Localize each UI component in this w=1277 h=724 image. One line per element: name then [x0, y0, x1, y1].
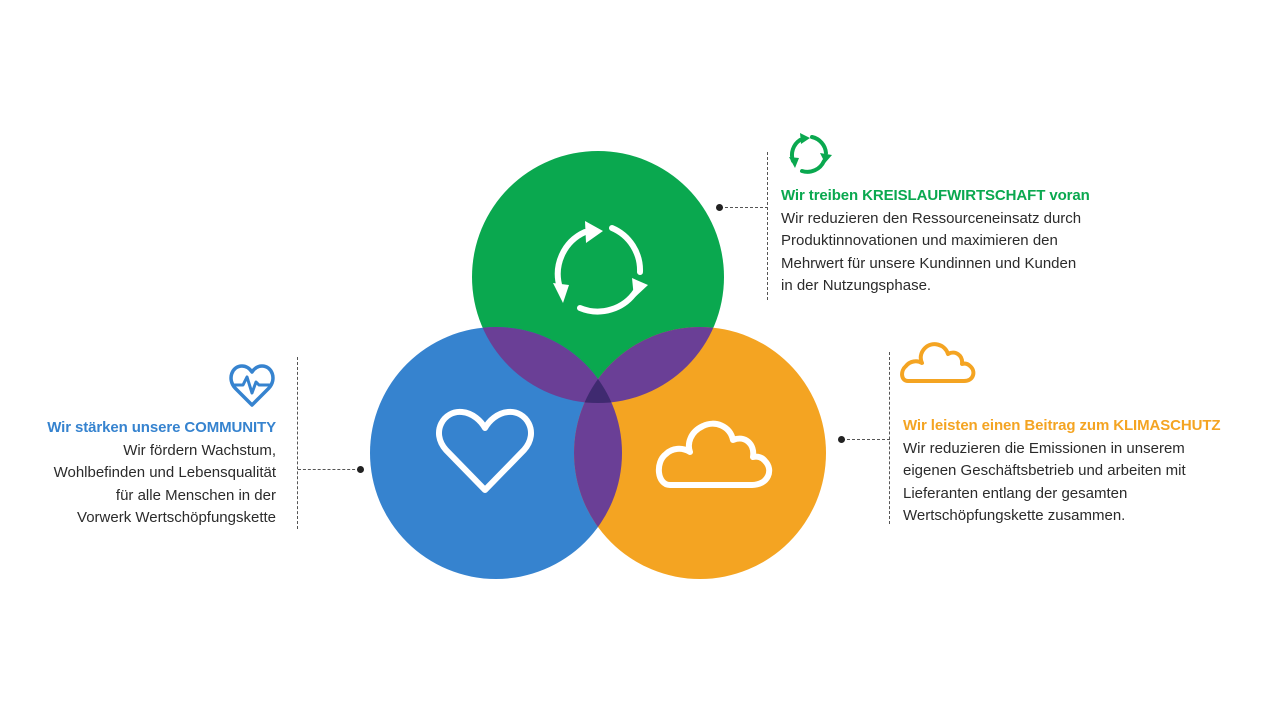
- connector-line-circular: [767, 152, 768, 300]
- circular-economy-body: Wir reduzieren den Ressourceneinsatz dur…: [781, 209, 1082, 295]
- overlap-green-blue: [472, 327, 622, 403]
- overlap-green-orange: [574, 327, 724, 403]
- community-title: Wir stärken unsere COMMUNITY: [47, 419, 276, 436]
- connector-dot-climate: [838, 436, 845, 443]
- heartbeat-icon: [229, 364, 275, 407]
- connector-line-climate: [842, 439, 890, 440]
- cloud-icon: [900, 342, 976, 383]
- connector-dot-community: [357, 466, 364, 473]
- cloud-icon: [656, 420, 773, 488]
- recycle-icon: [554, 225, 644, 315]
- connector-line-circular: [720, 207, 768, 208]
- connector-line-climate: [889, 352, 890, 524]
- heart-icon: [436, 408, 534, 493]
- community-body: Wir fördern Wachstum, Wohlbefinden und L…: [53, 441, 276, 527]
- connector-dot-circular: [716, 204, 723, 211]
- climate-title: Wir leisten einen Beitrag zum KLIMASCHUT…: [903, 417, 1221, 434]
- climate-block: Wir leisten einen Beitrag zum KLIMASCHUT…: [903, 415, 1263, 528]
- recycle-icon: [789, 133, 832, 174]
- community-block: Wir stärken unsere COMMUNITY Wir fördern…: [10, 417, 276, 530]
- circular-economy-block: Wir treiben KREISLAUFWIRTSCHAFT voran Wi…: [781, 185, 1161, 298]
- climate-body: Wir reduzieren die Emissionen in unserem…: [903, 439, 1186, 525]
- connector-line-community: [297, 357, 298, 529]
- circular-economy-title: Wir treiben KREISLAUFWIRTSCHAFT voran: [781, 187, 1090, 204]
- connector-line-community: [298, 469, 360, 470]
